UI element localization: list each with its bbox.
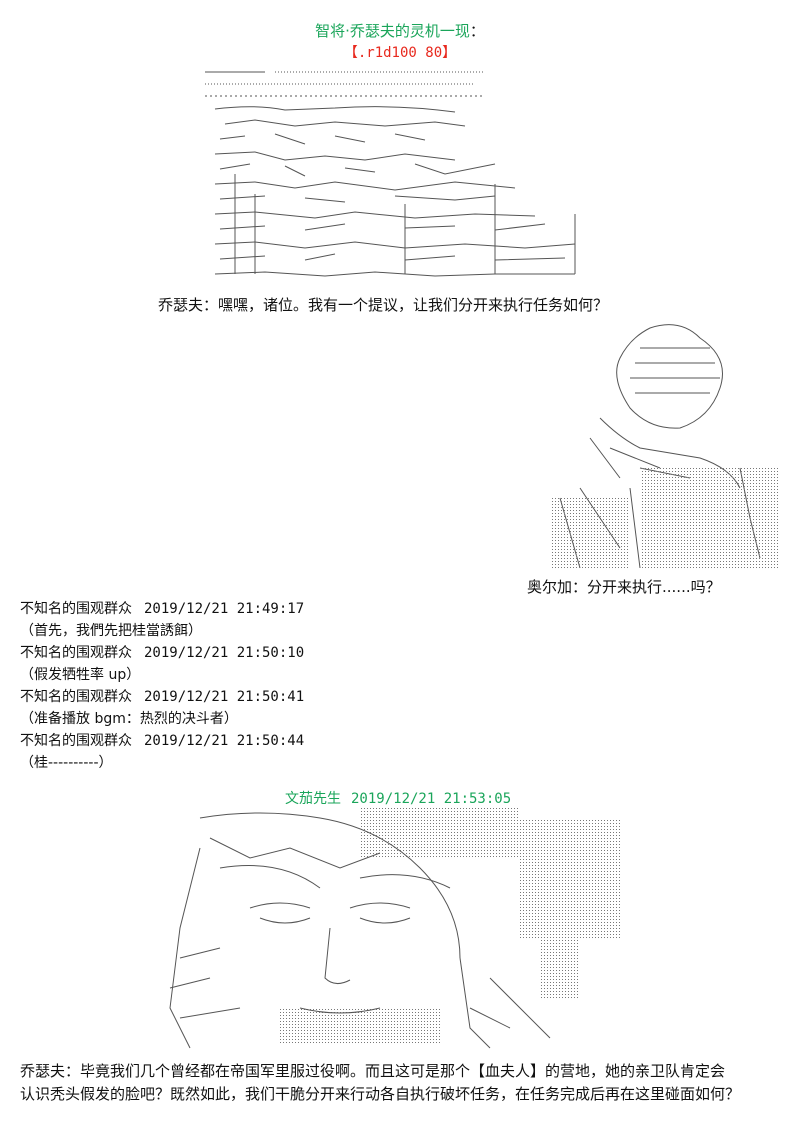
- comment-text: （准备播放 bgm：热烈的决斗者）: [20, 711, 238, 727]
- post-title: 智将·乔瑟夫的灵机一现：: [0, 20, 800, 41]
- ascii-art-ogre: [550, 324, 780, 569]
- dialogue-ogre-1: 奥尔加：分开来执行......吗？: [527, 578, 721, 596]
- title-suffix: ：: [469, 22, 485, 40]
- comment-time: 2019/12/21 21:50:10: [144, 645, 305, 661]
- comment-list: 不知名的围观群众 2019/12/21 21:49:17 （首先，我們先把桂當誘餌…: [20, 598, 304, 774]
- author-line: 文茄先生 2019/12/21 21:53:05: [285, 788, 511, 808]
- comment-time: 2019/12/21 21:49:17: [144, 601, 305, 617]
- comment-text: （桂----------）: [20, 755, 113, 771]
- dialogue-joseph-2a: 乔瑟夫：毕竟我们几个曾经都在帝国军里服过役啊。而且这可是那个【血夫人】的营地，她…: [20, 1062, 726, 1080]
- ascii-art-face: [169, 808, 620, 1049]
- dialogue-joseph-2b: 认识秃头假发的脸吧？既然如此，我们干脆分开来行动各自执行破坏任务，在任务完成后再…: [20, 1085, 741, 1103]
- comment-user: 不知名的围观群众: [20, 601, 132, 617]
- title-text: 智将·乔瑟夫的灵机一现: [315, 22, 470, 40]
- comment-item: 不知名的围观群众 2019/12/21 21:50:44: [20, 730, 304, 752]
- comment-user: 不知名的围观群众: [20, 645, 132, 661]
- comment-text: （首先，我們先把桂當誘餌）: [20, 623, 202, 639]
- comment-time: 2019/12/21 21:50:44: [144, 733, 305, 749]
- comment-user: 不知名的围观群众: [20, 733, 132, 749]
- author-time: 2019/12/21 21:53:05: [351, 791, 512, 807]
- comment-item: 不知名的围观群众 2019/12/21 21:50:10: [20, 642, 304, 664]
- author-name: 文茄先生: [285, 791, 341, 807]
- comment-item: 不知名的围观群众 2019/12/21 21:49:17: [20, 598, 304, 620]
- dialogue-joseph-1: 乔瑟夫：嘿嘿，诸位。我有一个提议，让我们分开来执行任务如何？: [158, 296, 609, 314]
- dice-roll: 【.r1d100 80】: [343, 45, 457, 61]
- comment-item: 不知名的围观群众 2019/12/21 21:50:41: [20, 686, 304, 708]
- comment-text: （假发牺牲率 up）: [20, 667, 141, 683]
- comment-time: 2019/12/21 21:50:41: [144, 689, 305, 705]
- ascii-art-group: [205, 71, 576, 277]
- comment-user: 不知名的围观群众: [20, 689, 132, 705]
